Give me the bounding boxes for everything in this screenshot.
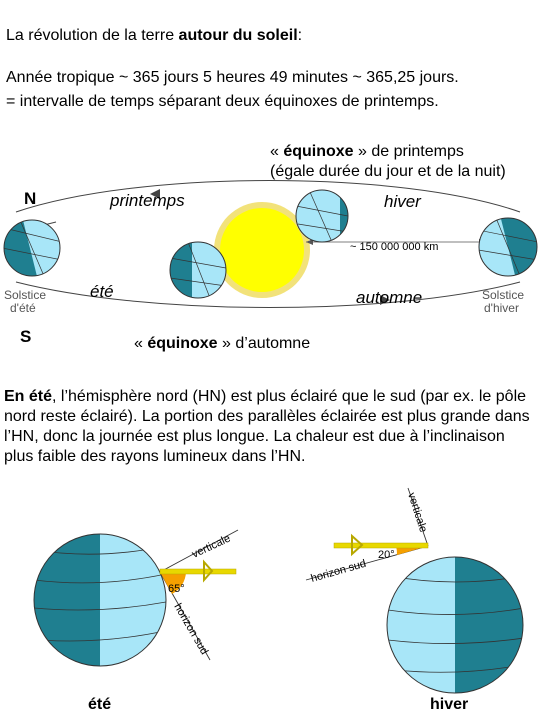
sun: [214, 202, 310, 298]
earth-summer-solstice: [0, 214, 61, 282]
distance-label: ~ 150 000 000 km: [350, 241, 438, 253]
orbit-diagram: « équinoxe » de printemps (égale durée d…: [0, 143, 540, 352]
paragraph-lead: En été: [4, 388, 53, 405]
winter-solstice-label-2: d'hiver: [484, 301, 519, 315]
winter-caption: hiver: [430, 696, 469, 713]
horizon-label-winter: horizon sud: [310, 558, 368, 585]
season-spring-label: printemps: [109, 191, 185, 210]
season-autumn-label: automne: [356, 288, 422, 307]
spring-equinox-label: « équinoxe » de printemps: [270, 143, 464, 160]
explanation-paragraph: En été, l’hémisphère nord (HN) est plus …: [4, 387, 538, 467]
paragraph-body: , l’hémisphère nord (HN) est plus éclair…: [4, 388, 530, 465]
page-title: La révolution de la terre autour du sole…: [6, 26, 302, 45]
angle-summer-label: 65°: [168, 583, 185, 595]
title-prefix: La révolution de la terre: [6, 27, 179, 44]
verticale-label-summer: verticale: [190, 533, 232, 561]
definition-line: = intervalle de temps séparant deux équi…: [6, 93, 439, 110]
season-winter-label: hiver: [384, 192, 422, 211]
vertical-line-summer: [159, 529, 239, 573]
angle-winter-label: 20°: [378, 549, 395, 561]
incidence-diagram: verticale horizon sud 65° verticale hori…: [33, 487, 524, 694]
summer-caption: été: [88, 696, 112, 713]
orbit-arrow-bottom: [380, 295, 390, 305]
orbit-path: [15, 180, 521, 308]
sun-ray-summer: [159, 568, 237, 575]
earth-autumn-equinox: [169, 241, 227, 299]
winter-solstice-label-1: Solstice: [482, 288, 524, 302]
title-suffix: :: [297, 27, 303, 44]
tropical-year-line: Année tropique ~ 365 jours 5 heures 49 m…: [6, 69, 459, 86]
earth-spring-equinox: [295, 189, 349, 243]
angle-summer: [160, 572, 186, 594]
vertical-line-winter: [407, 487, 429, 547]
season-summer-label: été: [90, 282, 114, 301]
summer-solstice-label-1: Solstice: [4, 288, 46, 302]
orbit-arrow-top: [150, 189, 160, 199]
verticale-label-winter: verticale: [405, 491, 429, 534]
summer-solstice-label-2: d'été: [10, 301, 36, 315]
horizon-label-summer: horizon sud: [171, 602, 210, 657]
sun-ray-winter: [333, 542, 429, 549]
spring-equinox-note: (égale durée du jour et de la nuit): [270, 163, 506, 180]
autumn-equinox-label: « équinoxe » d’automne: [134, 335, 310, 352]
north-label: N: [24, 189, 36, 208]
title-bold: autour du soleil: [178, 27, 298, 44]
south-label: S: [20, 327, 31, 346]
earth-winter-solstice: [478, 211, 540, 283]
